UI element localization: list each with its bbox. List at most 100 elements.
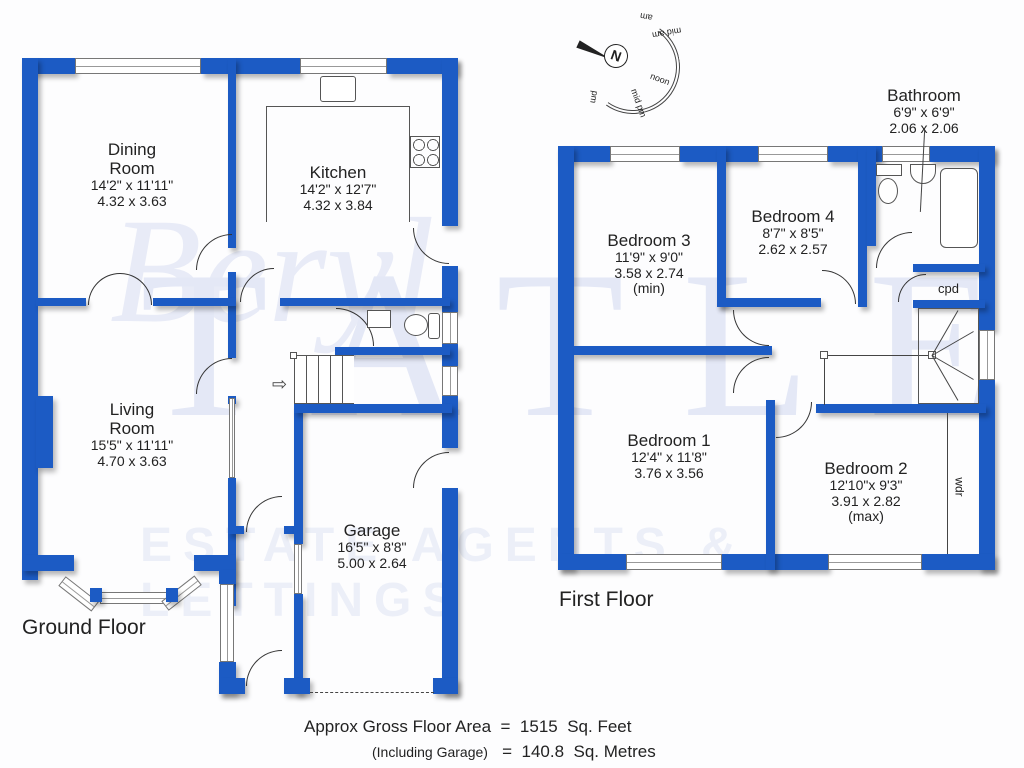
wall [219, 678, 245, 694]
ground-floor-label: Ground Floor [22, 616, 146, 639]
front-door-swing [246, 650, 282, 686]
compass-label-am: am [639, 10, 654, 24]
banister [824, 355, 932, 356]
banister [824, 355, 825, 405]
room-garage: Garage 16'5" x 8'8" 5.00 x 2.64 [337, 521, 407, 571]
wall [284, 526, 296, 534]
first-floor-label: First Floor [559, 588, 654, 611]
window [882, 146, 930, 162]
wall [979, 146, 995, 330]
window [979, 330, 995, 380]
wall [816, 404, 986, 413]
window [442, 312, 458, 344]
wall [387, 58, 458, 74]
window [626, 554, 722, 570]
wall [228, 272, 236, 358]
garage-door [310, 692, 434, 693]
room-dining: Dining Room 14'2" x 11'11" 4.32 x 3.63 [90, 140, 174, 209]
wall [153, 298, 236, 306]
stair-arrow-icon: ⇨ [272, 374, 288, 394]
door-swing [876, 232, 912, 268]
gross-area-line1: Approx Gross Floor Area = 1515 Sq. Feet [304, 717, 632, 736]
wall [294, 594, 303, 694]
wall [717, 146, 726, 306]
wall [930, 146, 995, 162]
wall [717, 298, 821, 307]
wall [558, 554, 626, 570]
room-bedroom-3: Bedroom 3 11'9" x 9'0" 3.58 x 2.74 (min) [607, 231, 691, 297]
bathroom-cistern [876, 164, 902, 176]
gross-area-label: Approx Gross Floor Area [304, 717, 492, 736]
window [229, 398, 235, 478]
gross-area-line2: (Including Garage) = 140.8 Sq. Metres [372, 742, 656, 761]
wall [294, 404, 452, 413]
chimney-breast [36, 396, 53, 468]
wall [36, 298, 86, 306]
double-door-left [88, 273, 120, 305]
newel-post [290, 352, 297, 359]
bath [940, 168, 978, 248]
wall [219, 570, 236, 584]
window [610, 146, 680, 162]
wall [294, 404, 303, 544]
wall [858, 146, 867, 307]
double-door-right [120, 273, 152, 305]
bathroom-toilet [878, 178, 898, 204]
door-swing [240, 268, 274, 302]
door-swing [413, 228, 449, 264]
wall [558, 146, 574, 570]
bay-corner [166, 588, 178, 602]
wall [433, 678, 458, 694]
cupboard-label: cpd [938, 281, 959, 296]
door-swing [196, 358, 232, 394]
wardrobe-label: wdr [952, 477, 967, 497]
door-swing [776, 402, 812, 438]
wc-basin [367, 310, 391, 328]
wardrobe-line [947, 413, 948, 554]
wall [913, 300, 985, 308]
room-bedroom-1: Bedroom 1 12'4" x 11'8" 3.76 x 3.56 [627, 431, 711, 481]
door-swing [733, 357, 769, 393]
wall [228, 58, 236, 248]
wall [201, 58, 300, 74]
wall [22, 58, 38, 580]
room-bedroom-4: Bedroom 4 8'7" x 8'5" 2.62 x 2.57 [751, 207, 835, 257]
wall [979, 380, 995, 570]
door-swing [196, 234, 232, 270]
kitchen-worktop [266, 106, 410, 222]
window [442, 366, 458, 396]
compass: N mid am am noon mid pm pm [576, 11, 688, 122]
window [758, 146, 828, 162]
wall [228, 478, 236, 606]
wc-toilet [404, 314, 428, 336]
wall [574, 346, 772, 355]
kitchen-sink [320, 76, 356, 102]
wall [22, 555, 74, 571]
wall [228, 526, 244, 534]
wc-cistern [428, 313, 440, 339]
door-swing [822, 270, 856, 304]
wall [284, 678, 310, 694]
wall [442, 488, 458, 694]
including-garage-note: (Including Garage) [372, 744, 488, 760]
wall [442, 58, 458, 226]
wall [280, 298, 450, 306]
door-swing [733, 310, 769, 346]
door-swing [413, 452, 449, 488]
room-living: Living Room 15'5" x 11'11" 4.70 x 3.63 [90, 400, 174, 469]
wall [722, 554, 828, 570]
wall [194, 555, 236, 571]
wall [922, 554, 995, 570]
bay-corner [90, 588, 102, 602]
stairs [294, 355, 354, 404]
window [220, 584, 234, 662]
compass-label-pm: pm [588, 89, 601, 105]
door-swing [246, 496, 282, 532]
gross-area-sqft: 1515 [519, 717, 558, 736]
room-bedroom-2: Bedroom 2 12'10"x 9'3" 3.91 x 2.82 (max) [824, 459, 908, 525]
window [75, 58, 201, 74]
wall [913, 264, 985, 272]
newel-post [820, 351, 828, 359]
wall [867, 146, 876, 246]
